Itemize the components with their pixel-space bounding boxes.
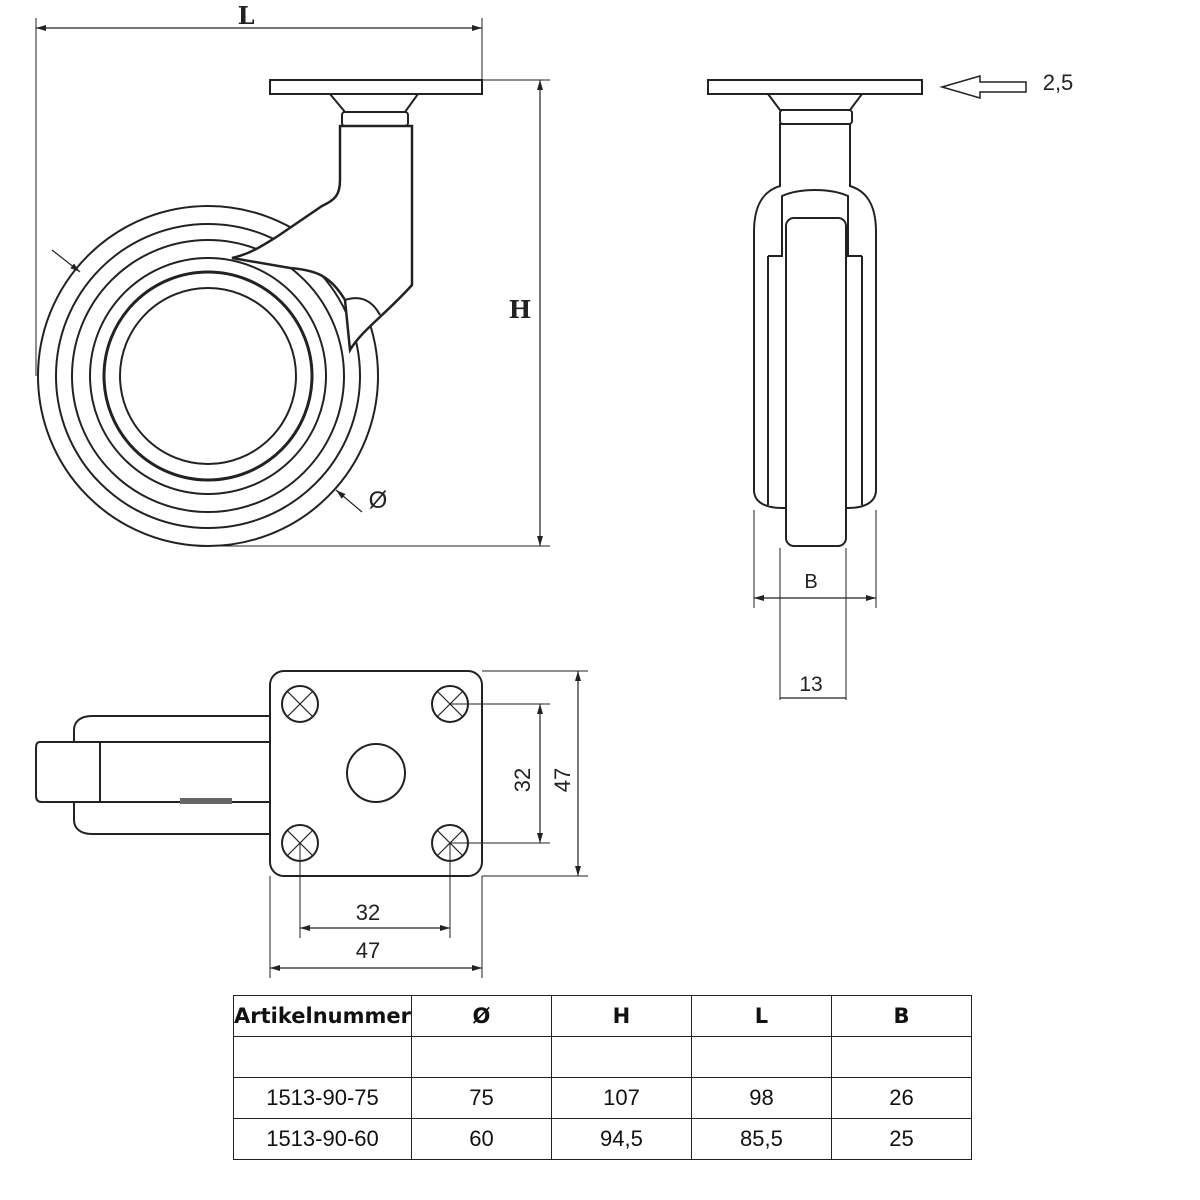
header-diameter: Ø bbox=[410, 995, 552, 1037]
wheel-ring-5 bbox=[102, 270, 314, 482]
dim-label-plate-size-v: 47 bbox=[550, 768, 575, 792]
dim-label-hole-spacing-h: 32 bbox=[356, 900, 380, 925]
top-view bbox=[35, 670, 588, 978]
dim-leader-tire bbox=[51, 249, 81, 273]
side-view bbox=[35, 18, 550, 547]
dim-leader-diameter bbox=[335, 489, 363, 513]
cell-length: 98 bbox=[690, 1077, 832, 1119]
plate-thickness-arrow bbox=[939, 75, 1027, 99]
table-row: 1513-90-75 75 107 98 26 bbox=[233, 1077, 972, 1119]
cell-article: 1513-90-75 bbox=[233, 1077, 412, 1119]
wheel-ring-2 bbox=[55, 223, 361, 529]
spec-table-header: Artikelnummer Ø H L B bbox=[233, 995, 972, 1037]
header-length: L bbox=[690, 995, 832, 1037]
cell-width: 25 bbox=[830, 1118, 972, 1160]
cell-length: 85,5 bbox=[690, 1118, 832, 1160]
wheel-ring-3 bbox=[71, 239, 345, 513]
dim-label-diameter: Ø bbox=[369, 487, 388, 514]
cell-width: 26 bbox=[830, 1077, 972, 1119]
front-wheel bbox=[785, 217, 847, 547]
top-center-hole bbox=[346, 743, 406, 803]
bolt-hole-top-left bbox=[281, 685, 319, 723]
wheel-hub bbox=[119, 287, 297, 465]
cell-diameter: 60 bbox=[410, 1118, 552, 1160]
dim-label-B: B bbox=[804, 571, 817, 593]
front-fork-inner bbox=[768, 189, 862, 257]
front-view bbox=[707, 75, 1027, 700]
front-swivel-head bbox=[766, 93, 864, 111]
side-fork-arm bbox=[231, 124, 414, 354]
table-row: 1513-90-60 60 94,5 85,5 25 bbox=[233, 1118, 972, 1160]
side-swivel-ring bbox=[341, 111, 409, 127]
dim-label-hole-spacing-v: 32 bbox=[510, 768, 535, 792]
side-swivel-head bbox=[327, 93, 420, 113]
side-mounting-plate bbox=[269, 79, 483, 95]
front-swivel-ring bbox=[779, 109, 853, 125]
header-artikelnummer: Artikelnummer bbox=[233, 995, 412, 1037]
front-mounting-plate bbox=[707, 79, 923, 95]
spec-table-empty-row bbox=[233, 1036, 972, 1078]
cell-article: 1513-90-60 bbox=[233, 1118, 412, 1160]
dim-label-plate-size-h: 47 bbox=[356, 938, 380, 963]
dim-label-H: H bbox=[509, 295, 532, 324]
cell-height: 94,5 bbox=[550, 1118, 692, 1160]
dim-label-wheel-width: 13 bbox=[799, 673, 822, 696]
header-height: H bbox=[550, 995, 692, 1037]
wheel-ring-4 bbox=[89, 257, 327, 495]
cell-diameter: 75 bbox=[410, 1077, 552, 1119]
dim-label-L: L bbox=[238, 1, 255, 30]
spec-table: Artikelnummer Ø H L B 1513-90-75 75 107 … bbox=[233, 995, 972, 1160]
header-width: B bbox=[830, 995, 972, 1037]
cell-height: 107 bbox=[550, 1077, 692, 1119]
top-fork bbox=[35, 715, 270, 835]
side-fork-inner bbox=[344, 297, 381, 316]
dim-label-plate-thickness: 2,5 bbox=[1043, 70, 1074, 95]
